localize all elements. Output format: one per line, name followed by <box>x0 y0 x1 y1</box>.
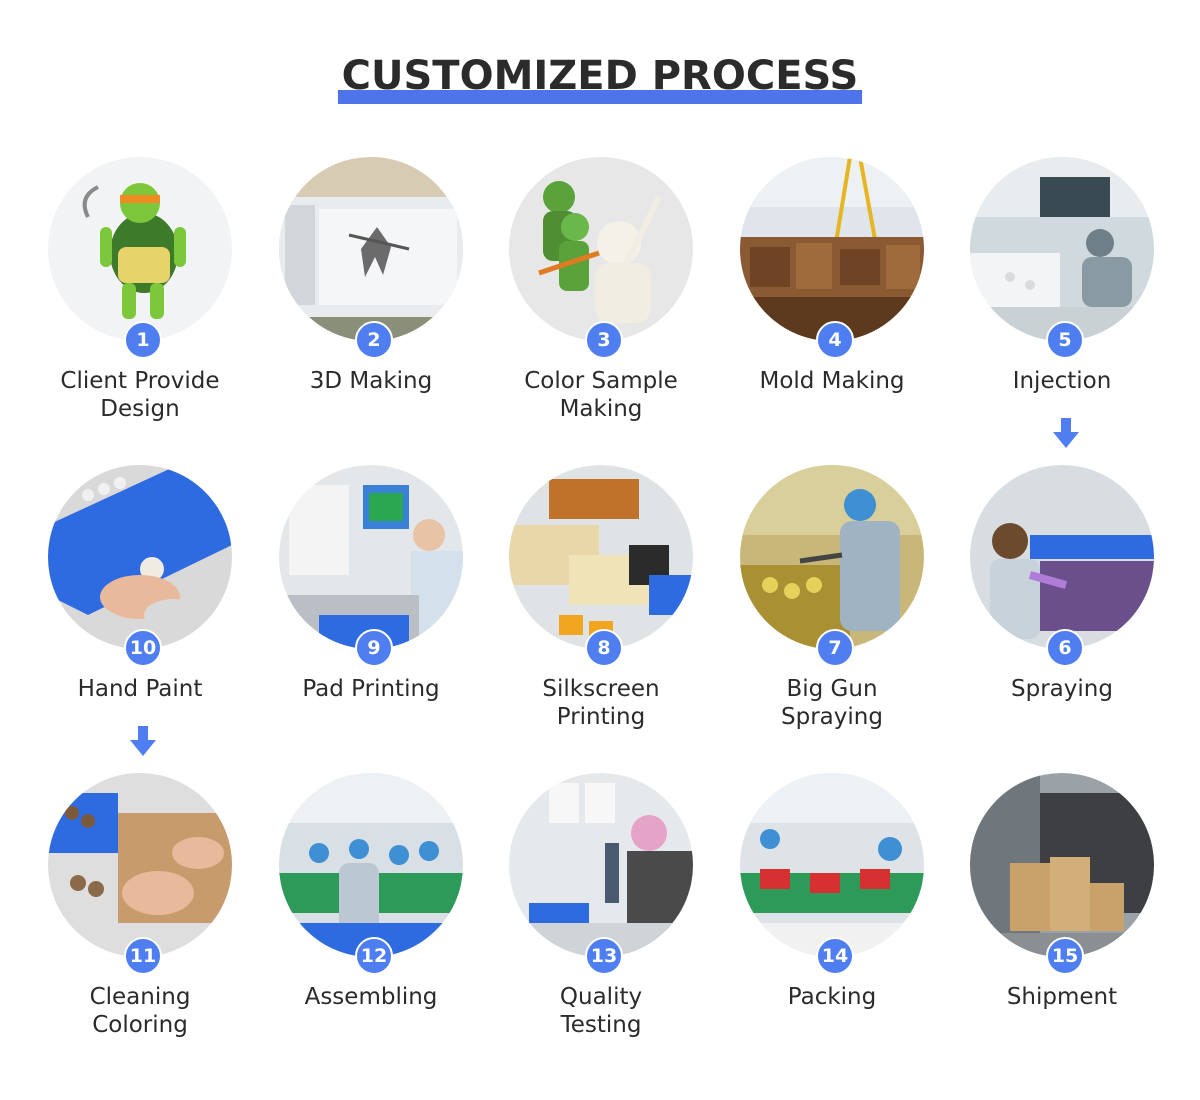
step-label: Client Provide Design <box>60 368 220 422</box>
step-label: Color Sample Making <box>524 368 678 422</box>
step-label: Shipment <box>1006 984 1118 1010</box>
step-3-photo <box>509 157 693 341</box>
step-label: Cleaning Coloring <box>89 984 191 1038</box>
step-5-photo <box>970 157 1154 341</box>
step-15-photo <box>970 773 1154 957</box>
step-number-badge: 10 <box>124 629 162 667</box>
step-9-photo <box>279 465 463 649</box>
step-label: Assembling <box>304 984 438 1010</box>
step-label: Pad Printing <box>302 676 440 702</box>
step-label: Packing <box>787 984 877 1010</box>
step-2-photo <box>279 157 463 341</box>
down-arrow-icon <box>130 726 156 758</box>
step-number-badge: 13 <box>585 937 623 975</box>
step-8-photo <box>509 465 693 649</box>
page-title: CUSTOMIZED PROCESS <box>341 53 859 99</box>
step-11-photo <box>48 773 232 957</box>
page-header: CUSTOMIZED PROCESS <box>338 48 862 106</box>
step-number-badge: 7 <box>816 629 854 667</box>
step-number-badge: 6 <box>1046 629 1084 667</box>
step-label: Quality Testing <box>559 984 643 1038</box>
step-14-photo <box>740 773 924 957</box>
step-number-badge: 8 <box>585 629 623 667</box>
step-number-badge: 15 <box>1046 937 1084 975</box>
step-number-badge: 5 <box>1046 321 1084 359</box>
step-label: Injection <box>1012 368 1112 394</box>
step-number-badge: 14 <box>816 937 854 975</box>
step-7-photo <box>740 465 924 649</box>
step-10-photo <box>48 465 232 649</box>
step-number-badge: 11 <box>124 937 162 975</box>
step-6-photo <box>970 465 1154 649</box>
step-number-badge: 9 <box>355 629 393 667</box>
step-13-photo <box>509 773 693 957</box>
step-label: 3D Making <box>309 368 433 394</box>
step-number-badge: 1 <box>124 321 162 359</box>
step-number-badge: 4 <box>816 321 854 359</box>
step-label: Mold Making <box>759 368 905 394</box>
step-number-badge: 3 <box>585 321 623 359</box>
step-number-badge: 12 <box>355 937 393 975</box>
step-label: Hand Paint <box>77 676 203 702</box>
step-number-badge: 2 <box>355 321 393 359</box>
step-label: Big Gun Spraying <box>781 676 883 730</box>
title-underline-bar <box>338 90 862 104</box>
down-arrow-icon <box>1053 418 1079 450</box>
step-12-photo <box>279 773 463 957</box>
step-label: Spraying <box>1011 676 1113 702</box>
step-label: Silkscreen Printing <box>542 676 660 730</box>
step-1-photo <box>48 157 232 341</box>
step-4-photo <box>740 157 924 341</box>
